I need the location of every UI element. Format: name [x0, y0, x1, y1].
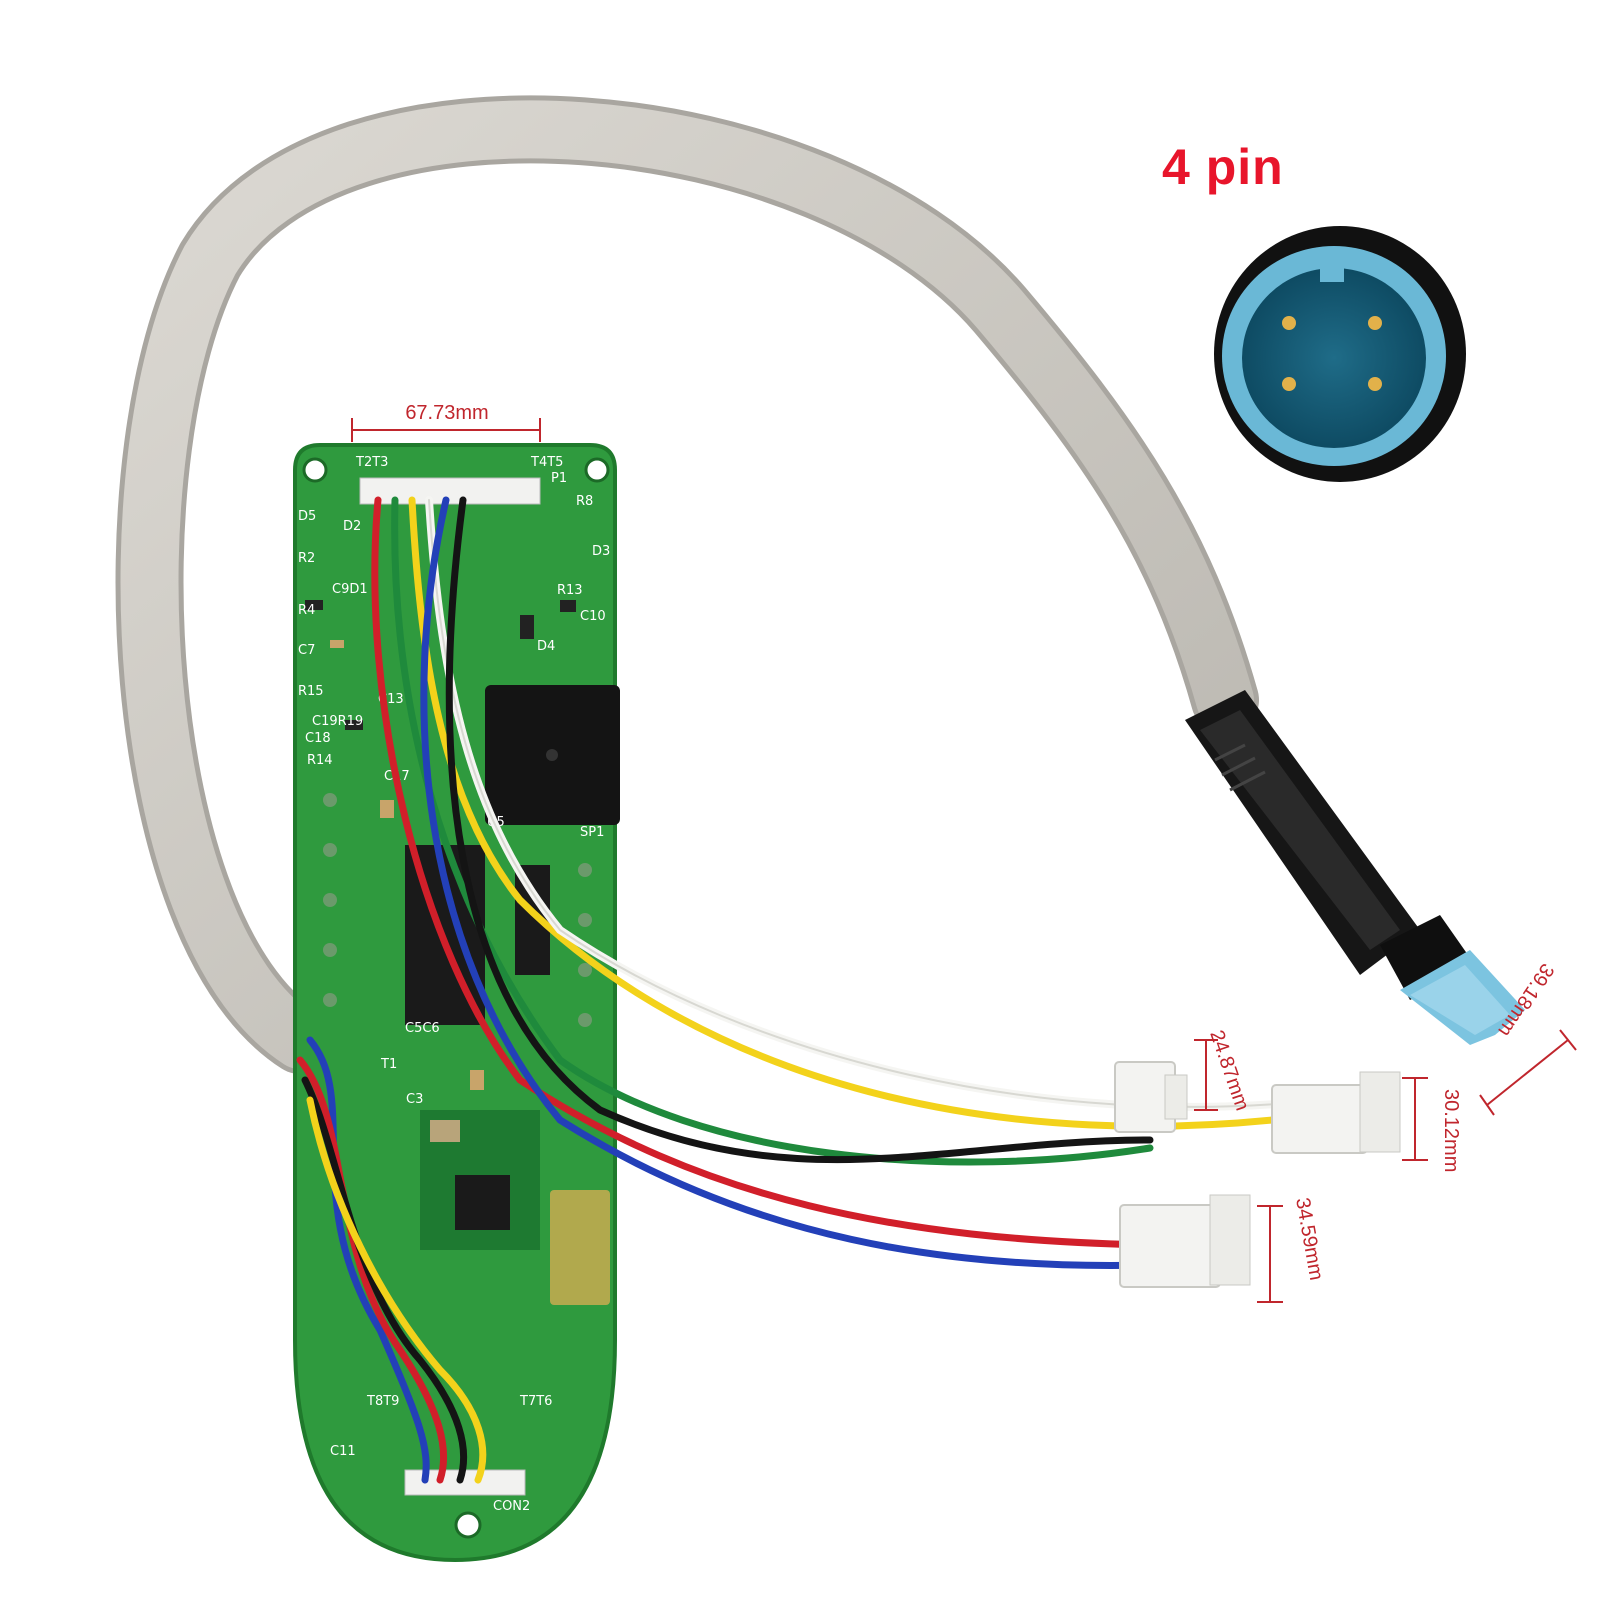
dimension-connector-large: 34.59mm [1291, 1196, 1327, 1282]
dimension-markers [351, 418, 1577, 1303]
plug-housing [1185, 690, 1525, 1045]
label-d3: D3 [592, 544, 610, 559]
label-c19r19: C19R19 [312, 714, 363, 729]
label-sp1: SP1 [580, 825, 604, 840]
label-c5c6: C5C6 [405, 1021, 440, 1036]
end-connectors [1114, 1061, 1401, 1288]
label-d5: D5 [298, 509, 316, 524]
label-c10: C10 [580, 609, 606, 624]
label-c9d1: C9D1 [332, 582, 368, 597]
pin-contact [1368, 377, 1382, 391]
label-t2t3: T2T3 [355, 455, 388, 470]
label-t4t5: T4T5 [530, 455, 563, 470]
label-t1: T1 [380, 1057, 397, 1072]
label-r4: R4 [298, 603, 315, 618]
label-r15: R15 [298, 684, 324, 699]
silkscreen-labels: T2T3 T4T5 P1 D5 D2 R2 C9D1 R4 C7 R15 C13… [298, 455, 610, 1514]
connector-small [1114, 1061, 1188, 1133]
label-c11: C11 [330, 1444, 356, 1459]
label-t7t6: T7T6 [519, 1394, 552, 1409]
pin-count-title: 4 pin [1162, 139, 1284, 195]
connector-face-image [1214, 226, 1466, 482]
label-p1: P1 [551, 471, 567, 486]
pin-contact [1368, 316, 1382, 330]
pin-contact [1282, 377, 1296, 391]
label-c18: C18 [305, 731, 331, 746]
wire-bundle [296, 496, 1334, 1484]
label-con2: CON2 [493, 1499, 530, 1514]
dimension-board-width: 67.73mm [405, 402, 488, 424]
label-r14: R14 [307, 753, 333, 768]
label-c7: C7 [298, 643, 315, 658]
dimension-connector-medium: 30.12mm [1440, 1089, 1462, 1172]
label-t8t9: T8T9 [366, 1394, 399, 1409]
label-c3: C3 [406, 1092, 423, 1107]
label-r13: R13 [557, 583, 583, 598]
label-r2: R2 [298, 551, 315, 566]
connector-medium [1271, 1071, 1401, 1154]
connector-large [1119, 1194, 1251, 1288]
pin-contact [1282, 316, 1296, 330]
dimension-connector-small: 24.87mm [1205, 1027, 1253, 1113]
label-d4: D4 [537, 639, 555, 654]
main-cable [115, 95, 1259, 1074]
label-d2: D2 [343, 519, 361, 534]
label-r8: R8 [576, 494, 593, 509]
